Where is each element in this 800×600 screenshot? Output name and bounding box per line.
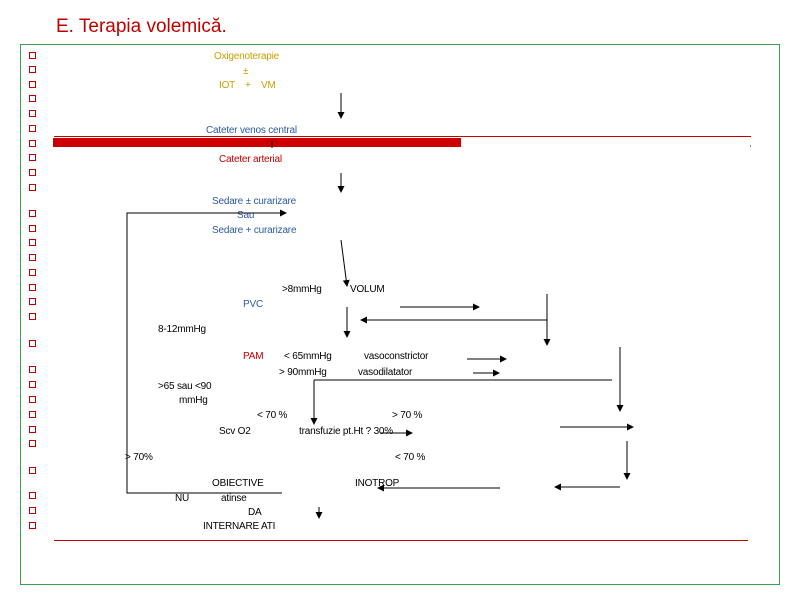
volum-label: VOLUM	[350, 284, 385, 295]
bullet-square-icon	[29, 184, 36, 191]
pam-label: PAM	[243, 351, 264, 362]
sedare-2-label: Sedare + curarizare	[212, 225, 297, 236]
transfuzie-label: transfuzie pt.Ht ? 30%	[299, 426, 393, 437]
pam-range-label: >65 sau <90	[158, 381, 212, 392]
bullet-square-icon	[29, 507, 36, 514]
arrow-sedare-to-pvc	[340, 239, 350, 287]
pvc-high-label: >8mmHg	[282, 284, 322, 295]
bullet-square-icon	[29, 66, 36, 73]
sedare-1-label: Sedare ± curarizare	[212, 196, 296, 207]
bullet-square-icon	[29, 169, 36, 176]
scvo2-low-label: < 70 %	[257, 410, 288, 421]
vasodilatator-label: vasodilatator	[358, 367, 413, 378]
bullet-square-icon	[29, 225, 36, 232]
internare-label: INTERNARE ATI	[203, 521, 276, 532]
slide-frame	[20, 44, 780, 585]
scvo2-high-label: > 70 %	[392, 410, 423, 421]
bullet-square-icon	[29, 313, 36, 320]
iot-label: IOT	[219, 80, 236, 91]
pvc-range-label: 8-12mmHg	[158, 324, 206, 335]
bullet-square-icon	[29, 411, 36, 418]
plus-minus-label: ±	[243, 66, 249, 77]
bullet-square-icon	[29, 81, 36, 88]
pvc-label: PVC	[243, 299, 263, 310]
gt70-label: > 70%	[125, 452, 153, 463]
atinse-label: atinse	[221, 493, 247, 504]
bullet-square-icon	[29, 366, 36, 373]
bullet-square-icon	[29, 492, 36, 499]
bullet-square-icon	[29, 154, 36, 161]
bullet-square-icon	[29, 210, 36, 217]
bullet-square-icon	[29, 95, 36, 102]
upper-red-rule	[54, 136, 751, 137]
bullet-square-icon	[29, 254, 36, 261]
bullet-square-icon	[29, 125, 36, 132]
cateter-arterial-label: Cateter arterial	[219, 154, 282, 165]
pam-low-label: < 65mmHg	[284, 351, 332, 362]
oxigenoterapie-label: Oxigenoterapie	[214, 51, 280, 62]
bullet-square-icon	[29, 467, 36, 474]
nu-label: NU	[175, 493, 190, 504]
bullet-square-icon	[29, 381, 36, 388]
bullet-square-icon	[29, 440, 36, 447]
scvo2-label: Scv O2	[219, 426, 251, 437]
bullet-square-icon	[29, 52, 36, 59]
bullet-square-icon	[29, 298, 36, 305]
vm-label: VM	[261, 80, 276, 91]
bullet-square-icon	[29, 522, 36, 529]
vasoconstrictor-label: vasoconstrictor	[364, 351, 429, 362]
bullet-square-icon	[29, 140, 36, 147]
obiective-label: OBIECTIVE	[212, 478, 264, 489]
red-highlight-bar	[53, 138, 461, 147]
loop-back-line	[126, 209, 287, 494]
plus-label: +	[245, 80, 251, 91]
slide-title: E. Terapia volemică.	[56, 16, 227, 37]
lt70-label: < 70 %	[395, 452, 426, 463]
pam-high-label: > 90mmHg	[279, 367, 327, 378]
bullet-square-icon	[29, 239, 36, 246]
bullet-square-icon	[29, 396, 36, 403]
cateter-venos-label: Cateter venos central	[206, 125, 297, 136]
bullet-square-icon	[29, 340, 36, 347]
bullet-square-icon	[29, 426, 36, 433]
lower-red-rule	[54, 540, 748, 541]
bullet-square-icon	[29, 110, 36, 117]
bullet-square-icon	[29, 284, 36, 291]
bullet-square-icon	[29, 269, 36, 276]
sau-label: Sau	[237, 210, 255, 221]
da-label: DA	[248, 507, 262, 518]
pam-range-unit-label: mmHg	[179, 395, 208, 406]
inotrop-label: INOTROP	[355, 478, 400, 489]
